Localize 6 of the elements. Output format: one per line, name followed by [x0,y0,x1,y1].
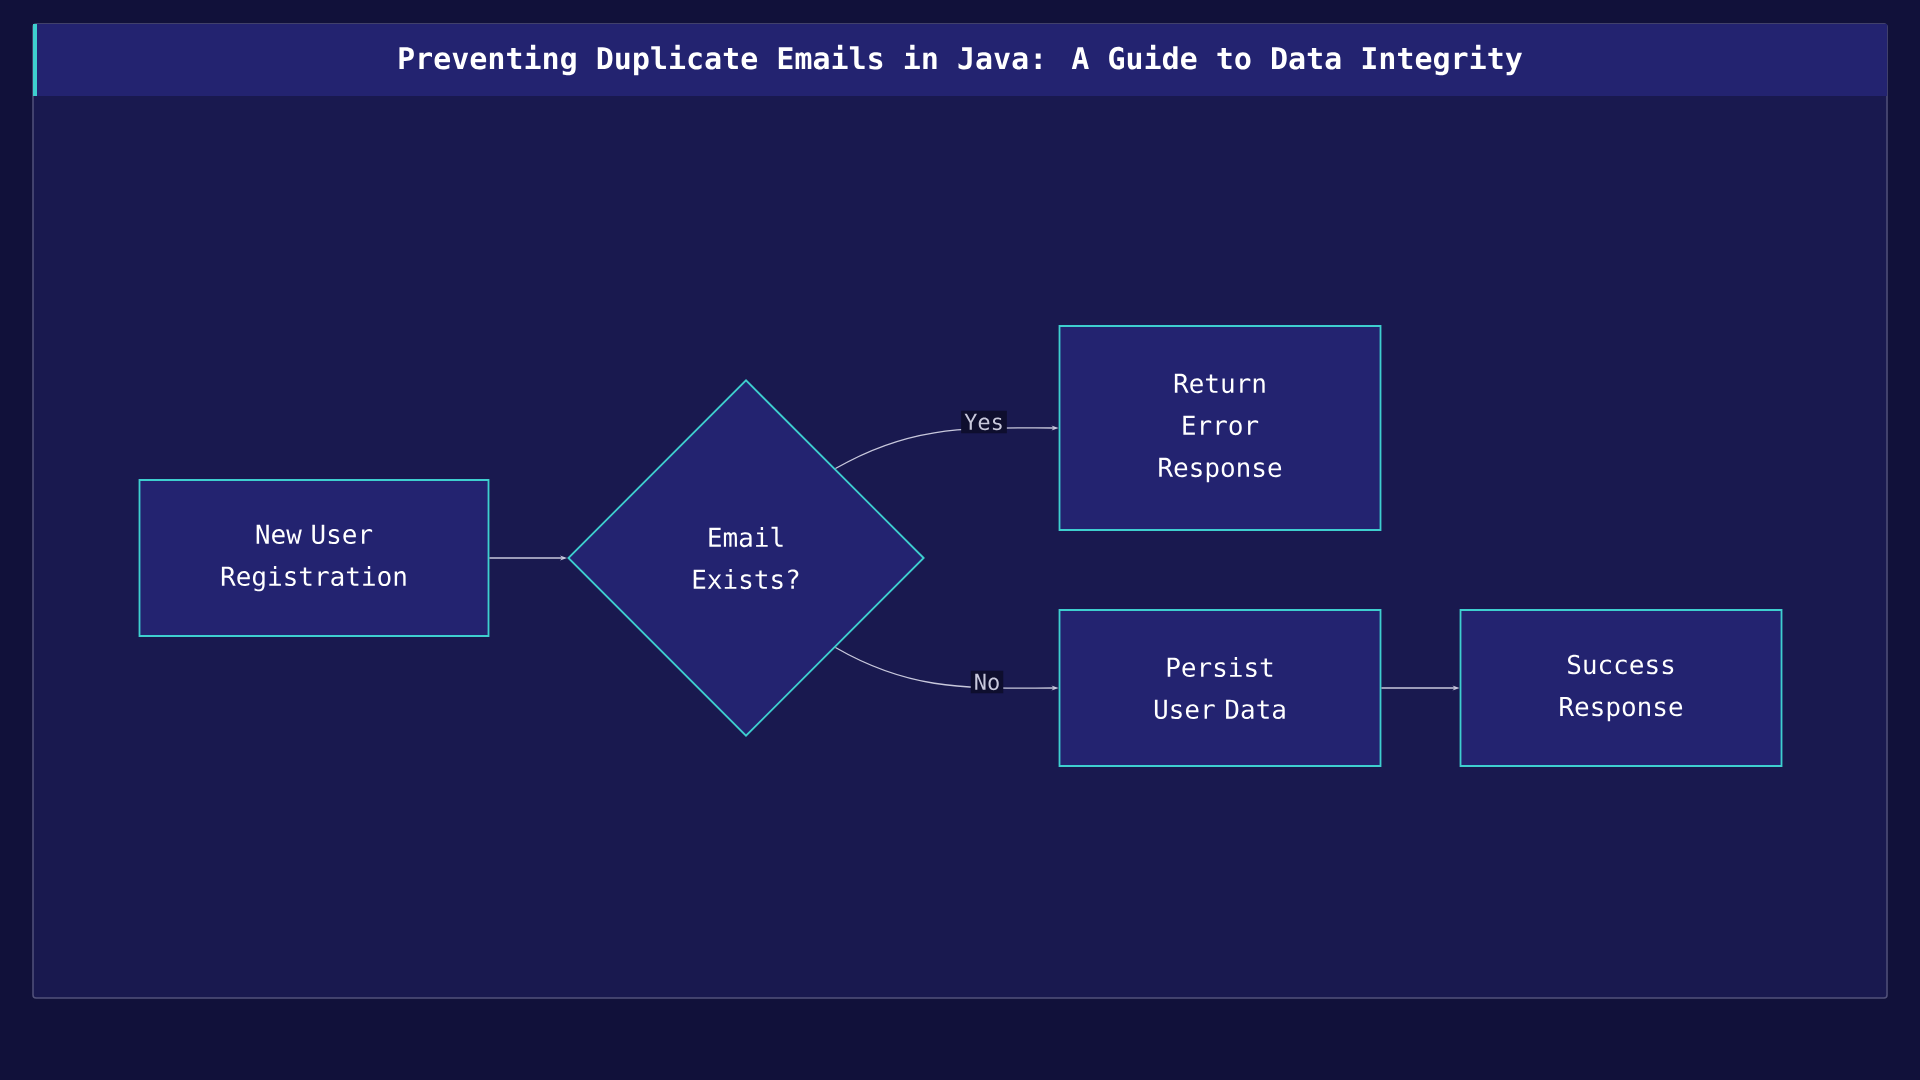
process-box: Return Error Response [1058,325,1382,531]
process-box: Persist User Data [1058,609,1382,767]
title-bar: Preventing Duplicate Emails in Java: A Guide to Data Integrity [33,24,1887,96]
edge-label: Yes [961,410,1007,434]
process-box: New User Registration [138,479,490,637]
process-box: Success Response [1459,609,1783,767]
